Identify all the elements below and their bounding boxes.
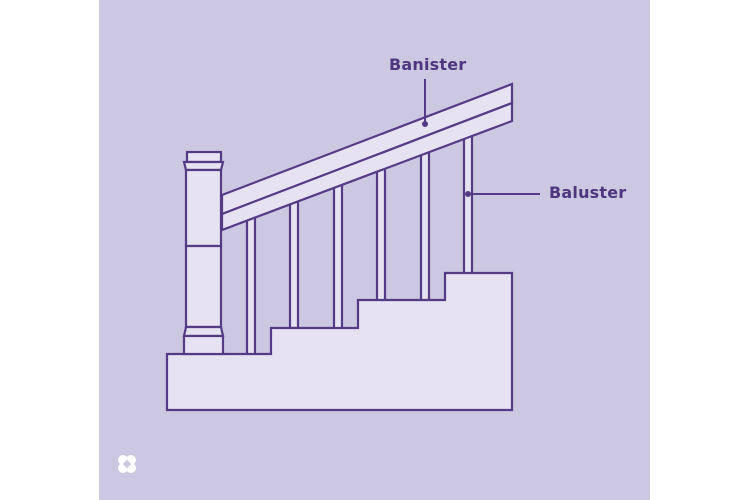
brand-logo-icon	[118, 455, 136, 473]
stairs	[165, 271, 514, 412]
baluster	[462, 120, 474, 276]
baluster-callout	[465, 191, 540, 197]
baluster	[419, 136, 431, 303]
baluster	[375, 153, 387, 303]
newel-post	[182, 150, 225, 356]
baluster	[245, 203, 257, 357]
baluster	[288, 186, 300, 330]
baluster-label: Baluster	[549, 183, 627, 202]
banister-callout	[422, 79, 428, 127]
baluster	[332, 169, 344, 331]
banister-rail	[220, 82, 514, 232]
banister-label: Banister	[389, 55, 467, 74]
